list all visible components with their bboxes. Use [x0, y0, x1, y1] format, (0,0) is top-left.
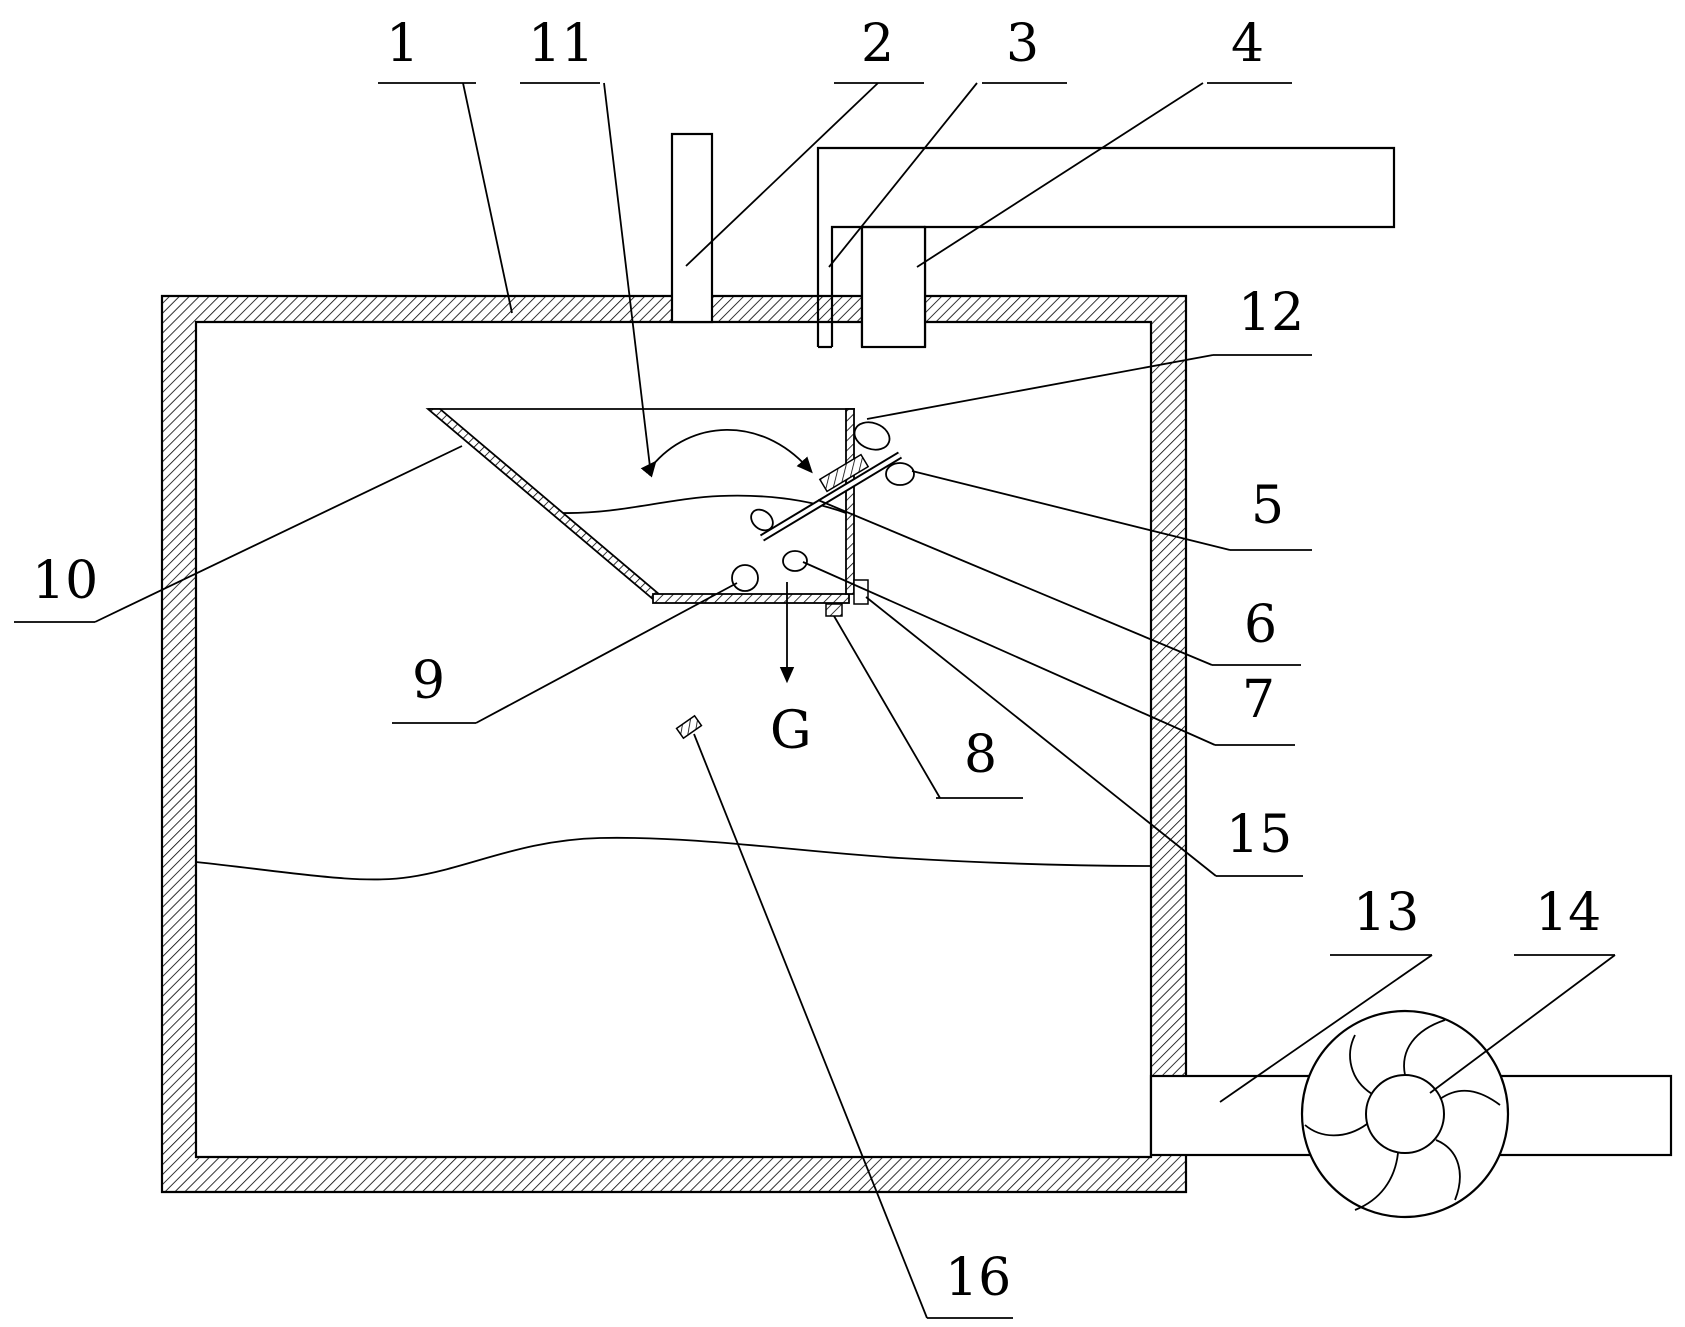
- label-2: 2: [861, 14, 894, 74]
- label-14: 14: [1535, 883, 1601, 943]
- label-8: 8: [964, 725, 997, 785]
- label-1: 1: [386, 14, 419, 74]
- label-6: 6: [1244, 595, 1277, 655]
- rotation-arrow: [640, 429, 813, 478]
- pipe-2: [670, 132, 714, 324]
- label-4: 4: [1231, 14, 1264, 74]
- stop-8: [825, 603, 843, 617]
- label-3: 3: [1006, 14, 1039, 74]
- pump-blades: [1304, 1019, 1501, 1211]
- label-9: 9: [412, 651, 445, 711]
- hopper-water: [562, 494, 847, 514]
- label-15: 15: [1226, 805, 1292, 865]
- tank-walls: [160, 294, 1188, 1194]
- label-16: 16: [945, 1248, 1011, 1308]
- pipe-4: [860, 225, 927, 349]
- pump-hub: [1365, 1074, 1445, 1154]
- switch-assembly: [731, 421, 915, 592]
- label-5: 5: [1251, 476, 1284, 536]
- label-7: 7: [1242, 670, 1275, 730]
- label-11: 11: [528, 14, 594, 74]
- label-12: 12: [1238, 283, 1304, 343]
- water-surface: [195, 836, 1152, 881]
- leader-lines: [14, 82, 1616, 1319]
- tipping-hopper: [425, 408, 855, 604]
- stop-15: [853, 579, 869, 605]
- label-gravity: G: [770, 701, 812, 761]
- sensor-16: [675, 714, 703, 740]
- label-10: 10: [32, 551, 98, 611]
- label-13: 13: [1353, 883, 1419, 943]
